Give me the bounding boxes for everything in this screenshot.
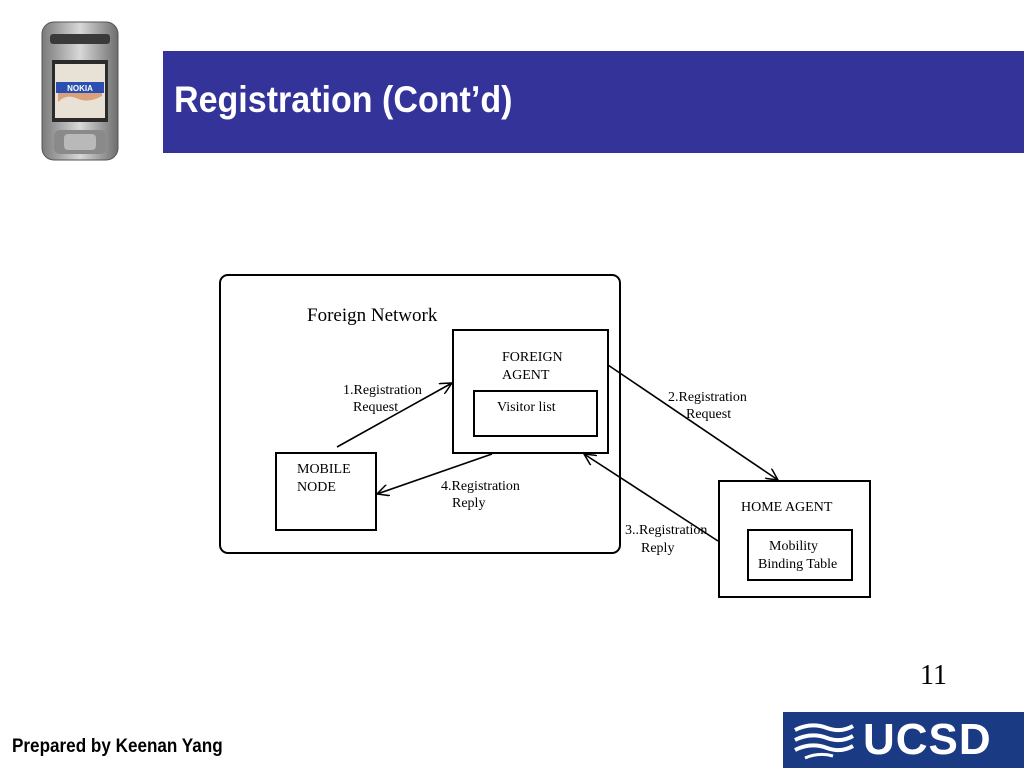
ucsd-logo: UCSD xyxy=(783,712,1024,768)
binding-table-label-line1: Mobility xyxy=(769,539,819,554)
foreign-agent-label-line2: AGENT xyxy=(502,368,550,383)
step1-label-line2: Request xyxy=(353,400,399,415)
step3-label-line1: 3..Registration xyxy=(625,523,708,538)
step2-label-line1: 2.Registration xyxy=(668,390,747,405)
binding-table-label-line2: Binding Table xyxy=(758,557,838,572)
step3-label-line2: Reply xyxy=(641,541,675,556)
arrow-1-registration-request xyxy=(336,383,452,448)
visitor-list-box xyxy=(473,390,598,437)
visitor-list-label: Visitor list xyxy=(497,400,556,415)
foreign-network-boundary xyxy=(219,274,621,554)
footer-credit: Prepared by Keenan Yang xyxy=(12,736,223,757)
arrow-2-registration-request xyxy=(607,364,778,480)
title-bar: Registration (Cont’d) xyxy=(163,51,1024,153)
page-number: 11 xyxy=(920,660,947,691)
arrow-3-registration-reply xyxy=(584,454,719,542)
foreign-agent-label-line1: FOREIGN xyxy=(502,350,563,365)
home-agent-label: HOME AGENT xyxy=(741,500,833,515)
nokia-phone-image: NOKIA xyxy=(41,21,119,161)
home-agent-box xyxy=(718,480,871,598)
ucsd-logo-text: UCSD xyxy=(863,715,992,764)
foreign-network-label: Foreign Network xyxy=(307,305,438,326)
mobile-node-label-line1: MOBILE xyxy=(297,462,351,477)
mobile-node-label-line2: NODE xyxy=(297,480,336,495)
binding-table-box xyxy=(747,529,853,581)
step2-label-line2: Request xyxy=(686,407,732,422)
arrow-4-registration-reply xyxy=(377,453,493,494)
slide-title: Registration (Cont’d) xyxy=(174,79,513,120)
step1-label-line1: 1.Registration xyxy=(343,383,422,398)
step4-label-line2: Reply xyxy=(452,496,486,511)
nokia-brand-text: NOKIA xyxy=(67,84,93,93)
ucsd-wave-icon xyxy=(794,723,855,760)
step4-label-line1: 4.Registration xyxy=(441,479,520,494)
